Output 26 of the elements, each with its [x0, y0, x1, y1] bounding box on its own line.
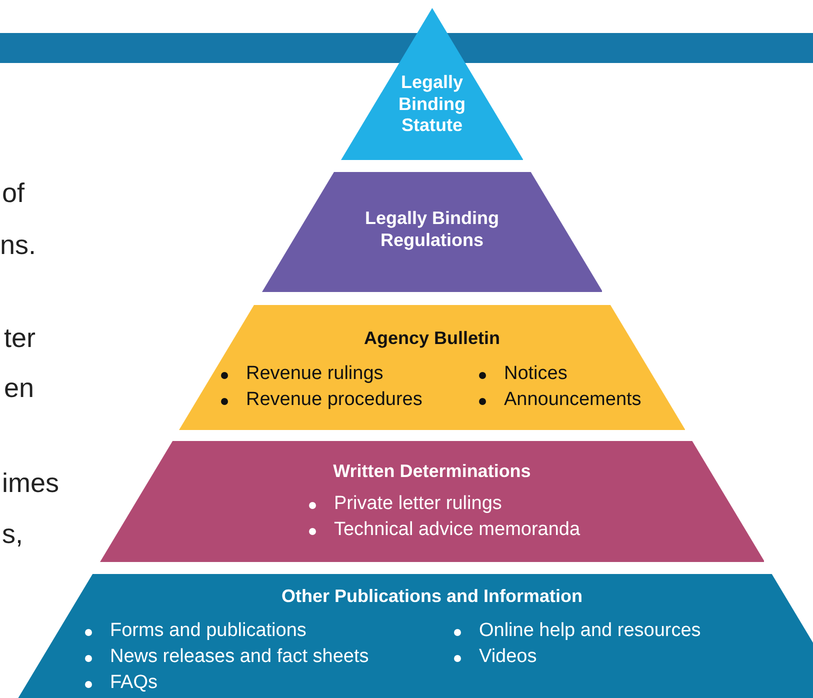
cropped-text: ns. — [0, 230, 36, 261]
pyramid-apex — [340, 8, 524, 160]
cropped-text: imes — [2, 468, 60, 499]
bullet-item: Revenue procedures — [246, 389, 422, 412]
tier-title: Legally Binding Statute — [397, 72, 466, 137]
tier-title: Other Publications and Information — [280, 586, 584, 608]
tier-title: Written Determinations — [332, 461, 532, 483]
bullet-item: Technical advice memoranda — [334, 519, 580, 542]
bullet-item: Announcements — [504, 389, 642, 412]
tier-title: Agency Bulletin — [362, 328, 501, 350]
bullet-item: Videos — [478, 646, 537, 669]
tier-title: Legally Binding Regulations — [364, 208, 500, 252]
bullet-item: Online help and resources — [478, 620, 701, 643]
cropped-text: s, — [2, 519, 24, 550]
cropped-text: of — [2, 178, 25, 209]
bullet-item: News releases and fact sheets — [110, 646, 369, 669]
cropped-text: en — [4, 373, 34, 404]
bullet-item: Private letter rulings — [334, 493, 502, 516]
bullet-item: Revenue rulings — [246, 363, 384, 386]
pyramid-tier — [100, 441, 764, 562]
pyramid-tier — [178, 305, 686, 430]
bullet-item: Forms and publications — [110, 620, 306, 643]
pyramid-tier — [262, 172, 602, 292]
cropped-text: ter — [4, 323, 36, 354]
bullet-item: Notices — [504, 363, 568, 386]
bullet-item: FAQs — [110, 672, 158, 695]
